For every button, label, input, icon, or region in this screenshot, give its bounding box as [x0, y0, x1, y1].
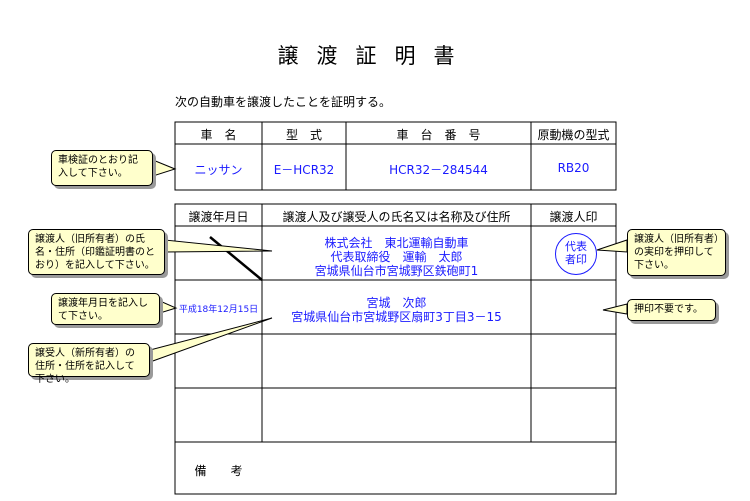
- callout-seal-required: 譲渡人（旧所有者）の実印を押印して下さい。: [627, 229, 726, 276]
- transferor-address: 宮城県仙台市宮城野区鉄砲町1: [314, 264, 479, 278]
- callout-vehicle-cert: 車検証のとおり記入して下さい。: [51, 150, 153, 186]
- value-car-name: ニッサン: [194, 163, 243, 177]
- header-transfer-date: 譲渡年月日: [188, 210, 249, 224]
- transferee-address: 宮城県仙台市宮城野区扇町3丁目3－15: [291, 310, 502, 324]
- document-title: 譲渡証明書: [277, 44, 473, 68]
- callout-transferee-info: 譲受人（新所有者）の住所・住所を記入して下さい。: [28, 343, 150, 385]
- value-engine-model: RB20: [557, 161, 590, 175]
- callout-no-seal: 押印不要です。: [627, 299, 716, 321]
- callout-pointer-1: [152, 159, 177, 177]
- header-model: 型 式: [285, 128, 322, 142]
- transfer-date-value: 平成18年12月15日: [178, 305, 259, 315]
- transferor-company: 株式会社 東北運輸自動車: [324, 236, 469, 250]
- header-parties: 譲渡人及び譲受人の氏名又は名称及び住所: [282, 210, 511, 224]
- callout-transferor-info: 譲渡人（旧所有者）の氏名・住所（印鑑証明書のとおり）を記入して下さい。: [28, 229, 165, 275]
- stamp-line-2: 者印: [565, 253, 587, 266]
- value-chassis-number: HCR32－284544: [389, 163, 488, 177]
- header-engine-model: 原動機の型式: [537, 128, 610, 142]
- company-seal-stamp: 代表 者印: [555, 233, 597, 275]
- callout-pointer-3: [159, 300, 178, 314]
- value-model: E－HCR32: [273, 163, 335, 177]
- callout-transfer-date: 譲渡年月日を記入して下さい。: [51, 293, 160, 325]
- slash-mark: [209, 236, 263, 281]
- transferee-name: 宮城 次郎: [366, 296, 427, 310]
- header-chassis-number: 車 台 番 号: [396, 128, 481, 142]
- transferor-representative: 代表取締役 運輸 太郎: [330, 250, 463, 264]
- header-seal: 譲渡人印: [549, 210, 598, 224]
- vehicle-table-border: [174, 121, 617, 191]
- remarks-label: 備 考: [194, 464, 243, 478]
- callout-pointer-5: [596, 239, 628, 253]
- callout-pointer-2: [164, 239, 273, 253]
- callout-pointer-6: [602, 303, 628, 315]
- intro-text: 次の自動車を譲渡したことを証明する。: [175, 95, 392, 109]
- stamp-line-1: 代表: [565, 240, 587, 253]
- callout-pointer-4: [149, 317, 273, 363]
- header-car-name: 車 名: [200, 128, 237, 142]
